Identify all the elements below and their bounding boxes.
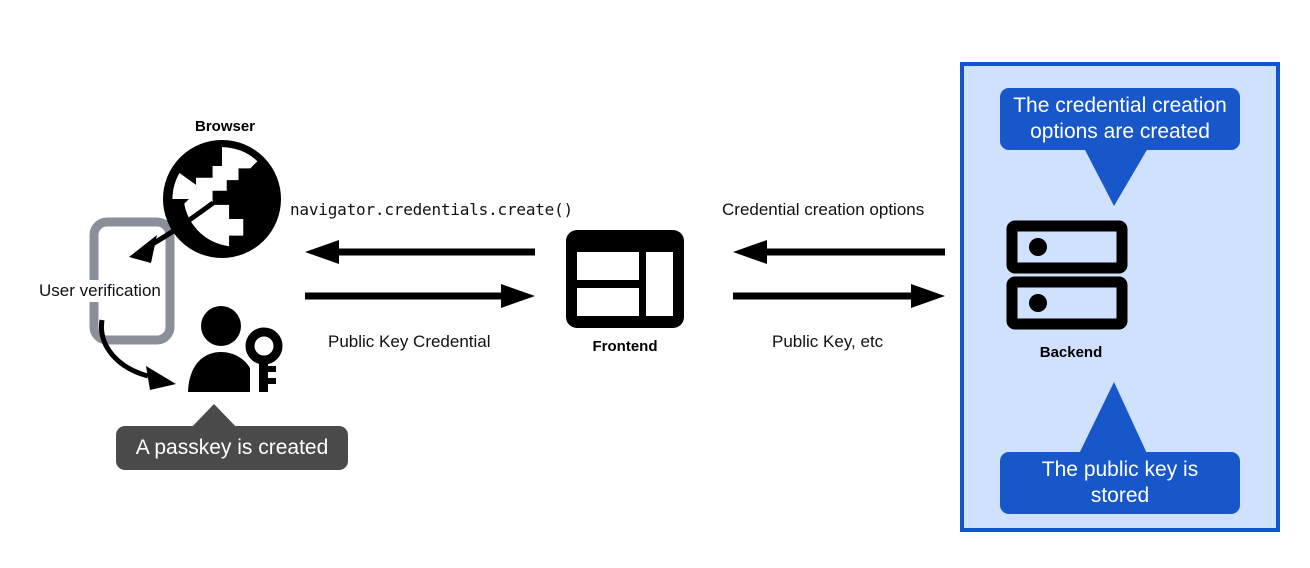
browser-label: Browser <box>194 118 256 135</box>
server-rack-icon <box>1006 220 1128 330</box>
right-flow-bottom-label: Public Key, etc <box>772 332 884 351</box>
tooltip-top-tail-icon <box>1084 148 1148 206</box>
user-key-icon-group <box>188 306 288 396</box>
person-with-key-icon <box>188 306 283 392</box>
passkey-tooltip-group: A passkey is created <box>116 404 348 470</box>
backend-tooltip-top: The credential creation options are crea… <box>1000 88 1240 150</box>
arrow-browser-to-phone-icon <box>129 200 215 263</box>
dashboard-layout-icon <box>566 230 684 328</box>
user-verification-label-box: User verification <box>36 280 164 302</box>
backend-tooltip-top-group: The credential creation options are crea… <box>1000 88 1240 213</box>
passkey-tooltip-tail-icon <box>189 404 239 430</box>
user-verification-label: User verification <box>39 281 161 300</box>
left-flow-top-label: navigator.credentials.create() <box>290 200 573 219</box>
left-flow-bottom-label: Public Key Credential <box>328 332 491 351</box>
arrow-frontend-to-backend <box>733 284 945 308</box>
arrow-browser-to-frontend <box>305 284 535 308</box>
arrow-phone-to-user-icon <box>99 319 176 390</box>
arrow-backend-to-frontend <box>733 240 945 264</box>
tooltip-bottom-tail-icon <box>1076 382 1150 460</box>
backend-tooltip-bottom: The public key is stored <box>1000 452 1240 514</box>
frontend-icon-group <box>566 230 684 328</box>
right-flow-top-label: Credential creation options <box>722 200 925 219</box>
globe-icon <box>163 140 281 258</box>
backend-label: Backend <box>1039 344 1103 361</box>
backend-tooltip-bottom-group: The public key is stored <box>1000 382 1240 514</box>
backend-icon-group <box>1006 220 1134 332</box>
passkey-tooltip: A passkey is created <box>116 426 348 470</box>
browser-icon-group <box>163 140 281 258</box>
frontend-label: Frontend <box>592 338 658 355</box>
arrow-frontend-to-browser <box>305 240 535 264</box>
